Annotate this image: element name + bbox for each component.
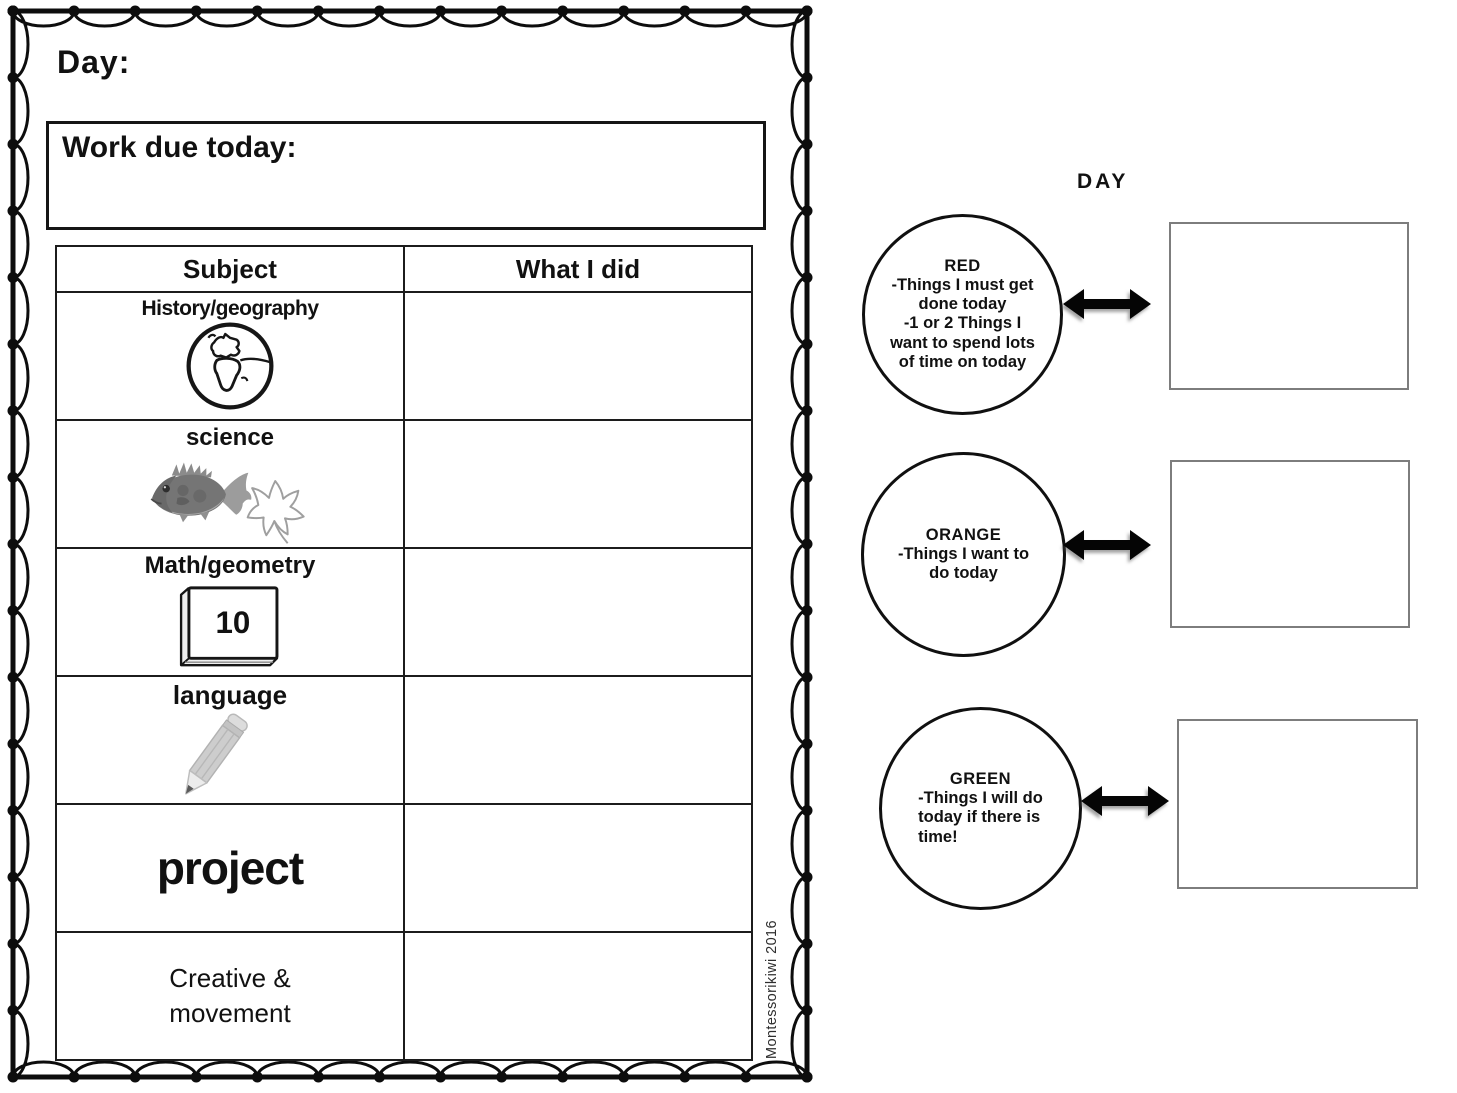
double-arrow-icon — [1063, 289, 1151, 319]
what-i-did-cell[interactable] — [403, 675, 753, 805]
what-i-did-cell[interactable] — [403, 419, 753, 549]
leaf-icon — [245, 475, 309, 556]
table-row: Math/geometry 10 — [55, 547, 753, 678]
subject-cell-language: language — [55, 675, 405, 805]
key-description: -Things I must get done today -1 or 2 Th… — [890, 275, 1035, 371]
table-row: project — [55, 803, 753, 933]
what-i-did-cell[interactable] — [403, 547, 753, 677]
double-arrow-icon — [1081, 786, 1169, 816]
credit-text: Montessorikiwi 2016 — [764, 920, 780, 1059]
work-due-today-box[interactable]: Work due today: — [46, 121, 766, 230]
key-description: -Things I want to do today — [897, 544, 1030, 582]
key-name: RED — [944, 256, 981, 275]
subjects-table: Subject What I did History/geography — [55, 245, 753, 1061]
key-name: GREEN — [949, 770, 1012, 789]
subject-label: Creative & movement — [169, 962, 291, 1028]
red-key-circle: RED -Things I must get done today -1 or … — [862, 214, 1063, 415]
day-heading: DAY — [1077, 170, 1129, 193]
header-what-i-did: What I did — [403, 245, 753, 293]
subject-label: science — [185, 424, 275, 451]
table-row: language — [55, 675, 753, 805]
green-answer-box[interactable] — [1177, 719, 1418, 889]
header-subject: Subject — [55, 245, 405, 293]
day-label: Day: — [57, 44, 131, 80]
green-key-circle: GREEN -Things I will do today if there i… — [879, 707, 1082, 910]
subject-cell-history: History/geography — [55, 291, 405, 421]
double-arrow-icon — [1063, 530, 1151, 560]
subject-cell-creative: Creative & movement — [55, 931, 405, 1061]
book-number-text: 10 — [216, 605, 251, 640]
subject-label: Math/geometry — [144, 552, 316, 579]
orange-key-circle: ORANGE -Things I want to do today — [861, 452, 1066, 657]
pencil-icon — [166, 705, 257, 811]
key-name: ORANGE — [925, 525, 1002, 544]
table-header-row: Subject What I did — [55, 245, 753, 293]
fish-icon — [145, 455, 263, 544]
subject-cell-science: science — [55, 419, 405, 549]
table-row: Creative & movement — [55, 931, 753, 1061]
work-due-label: Work due today: — [62, 131, 297, 164]
orange-answer-box[interactable] — [1170, 460, 1410, 628]
key-description: -Things I will do today if there is time… — [918, 789, 1043, 846]
table-row: science — [55, 419, 753, 549]
what-i-did-cell[interactable] — [403, 931, 753, 1061]
subject-cell-math: Math/geometry 10 — [55, 547, 405, 678]
what-i-did-cell[interactable] — [403, 291, 753, 421]
book-icon: 10 — [174, 583, 286, 678]
subject-label: History/geography — [141, 297, 319, 320]
table-row: History/geography — [55, 291, 753, 421]
what-i-did-cell[interactable] — [403, 803, 753, 933]
globe-icon — [183, 319, 277, 418]
subject-cell-project: project — [55, 803, 405, 933]
red-answer-box[interactable] — [1169, 222, 1409, 390]
subject-label: project — [156, 841, 304, 894]
subject-label: language — [172, 680, 288, 710]
